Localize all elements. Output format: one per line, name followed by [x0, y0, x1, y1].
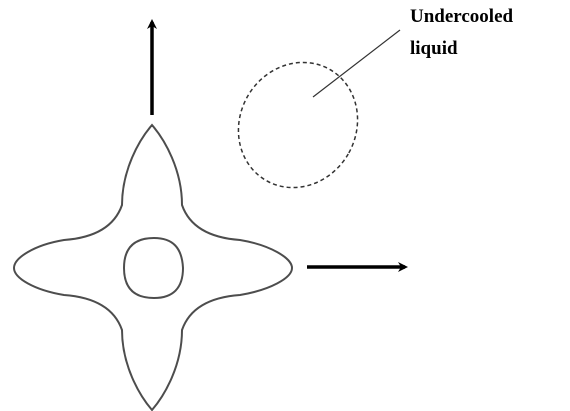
undercooled-liquid-region — [216, 41, 380, 210]
label-leader-line — [313, 30, 400, 97]
undercooled-label-line2: liquid — [410, 37, 458, 61]
inner-nucleus-ring — [124, 238, 183, 298]
undercooled-label-line1: Undercooled — [410, 5, 513, 29]
